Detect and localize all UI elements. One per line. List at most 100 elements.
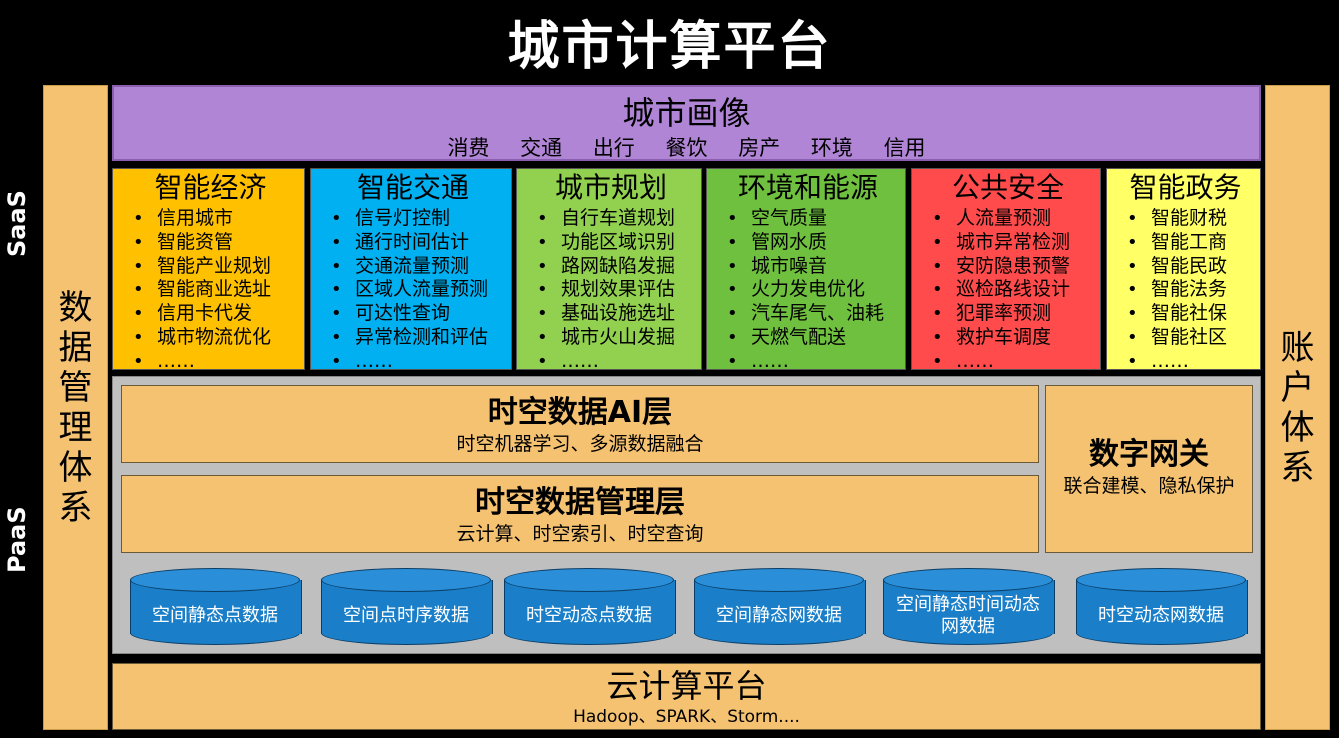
city-portrait-title: 城市画像 <box>622 94 751 132</box>
management-layer-subtitle: 云计算、时空索引、时空查询 <box>456 523 704 545</box>
app-item: 可达性查询 <box>331 302 505 326</box>
app-item: 智能财税 <box>1127 207 1254 231</box>
app-box: 环境和能源空气质量管网水质城市噪音火力发电优化汽车尾气、油耗天燃气配送…… <box>706 168 906 373</box>
app-item: …… <box>932 350 1094 374</box>
digital-gateway-title: 数字网关 <box>1089 437 1209 472</box>
app-box-title: 公共安全 <box>951 171 1064 204</box>
account-system-label: 账户体系 <box>1280 327 1315 488</box>
portrait-tag: 信用 <box>883 136 926 160</box>
database-label: 空间静态时间动态网数据 <box>896 594 1040 637</box>
app-box: 公共安全人流量预测城市异常检测安防隐患预警巡检路线设计犯罪率预测救护车调度…… <box>911 168 1101 373</box>
app-item: 功能区域识别 <box>537 231 695 255</box>
digital-gateway-subtitle: 联合建模、隐私保护 <box>1063 475 1235 497</box>
app-item: 智能产业规划 <box>133 255 298 279</box>
app-box: 智能交通信号灯控制通行时间估计交通流量预测区域人流量预测可达性查询异常检测和评估… <box>310 168 512 373</box>
database-cylinder: 空间静态点数据 <box>130 568 302 646</box>
portrait-tag: 房产 <box>738 136 781 160</box>
app-item-list: 信号灯控制通行时间估计交通流量预测区域人流量预测可达性查询异常检测和评估…… <box>321 207 505 374</box>
app-item-list: 自行车道规划功能区域识别路网缺陷发掘规划效果评估基础设施选址城市火山发掘…… <box>527 207 695 374</box>
database-cylinder: 空间静态网数据 <box>694 568 866 646</box>
app-item: 信用城市 <box>133 207 298 231</box>
app-box: 智能政务智能财税智能工商智能民政智能法务智能社保智能社区…… <box>1106 168 1261 373</box>
app-box-title: 智能经济 <box>154 171 267 204</box>
app-item: 信号灯控制 <box>331 207 505 231</box>
app-item-list: 智能财税智能工商智能民政智能法务智能社保智能社区…… <box>1117 207 1254 374</box>
app-box-title: 智能交通 <box>356 171 469 204</box>
app-item: 区域人流量预测 <box>331 278 505 302</box>
management-layer-box: 时空数据管理层 云计算、时空索引、时空查询 <box>121 475 1039 553</box>
management-layer-title: 时空数据管理层 <box>475 485 685 520</box>
app-item: 自行车道规划 <box>537 207 695 231</box>
cloud-platform-box: 云计算平台 Hadoop、SPARK、Storm.... <box>112 663 1261 730</box>
portrait-tag: 餐饮 <box>665 136 708 160</box>
ai-layer-box: 时空数据AI层 时空机器学习、多源数据融合 <box>121 385 1039 463</box>
app-item-list: 信用城市智能资管智能产业规划智能商业选址信用卡代发城市物流优化…… <box>123 207 298 374</box>
app-item: 智能商业选址 <box>133 278 298 302</box>
app-item: 城市火山发掘 <box>537 326 695 350</box>
portrait-tag: 环境 <box>810 136 853 160</box>
app-item: 异常检测和评估 <box>331 326 505 350</box>
app-item: …… <box>133 350 298 374</box>
app-item-list: 空气质量管网水质城市噪音火力发电优化汽车尾气、油耗天燃气配送…… <box>717 207 899 374</box>
database-label: 时空动态网数据 <box>1098 605 1224 626</box>
app-item: 人流量预测 <box>932 207 1094 231</box>
city-portrait-box: 城市画像 消费 交通 出行 餐饮 房产 环境 信用 <box>112 85 1261 161</box>
app-box-title: 智能政务 <box>1129 171 1242 204</box>
account-system-column: 账户体系 <box>1265 85 1330 730</box>
database-cylinder: 空间点时序数据 <box>321 568 493 646</box>
app-item: 管网水质 <box>727 231 899 255</box>
ai-layer-subtitle: 时空机器学习、多源数据融合 <box>456 433 704 455</box>
app-box-title: 城市规划 <box>554 171 667 204</box>
cloud-platform-title: 云计算平台 <box>606 667 767 705</box>
app-item: 交通流量预测 <box>331 255 505 279</box>
app-item: 路网缺陷发掘 <box>537 255 695 279</box>
app-item: 智能民政 <box>1127 255 1254 279</box>
city-portrait-tags: 消费 交通 出行 餐饮 房产 环境 信用 <box>114 135 1259 161</box>
app-item: 城市物流优化 <box>133 326 298 350</box>
database-cylinder: 时空动态点数据 <box>504 568 676 646</box>
app-item: 救护车调度 <box>932 326 1094 350</box>
app-item: 城市噪音 <box>727 255 899 279</box>
page-title: 城市计算平台 <box>507 17 832 77</box>
app-item: 巡检路线设计 <box>932 278 1094 302</box>
database-label: 空间点时序数据 <box>343 605 469 626</box>
app-item: 智能社保 <box>1127 302 1254 326</box>
app-item: 规划效果评估 <box>537 278 695 302</box>
app-item: 智能工商 <box>1127 231 1254 255</box>
app-item: 信用卡代发 <box>133 302 298 326</box>
app-item: 火力发电优化 <box>727 278 899 302</box>
paas-label: PaaS <box>3 506 31 573</box>
data-management-label: 数据管理体系 <box>58 287 93 528</box>
app-item: 智能资管 <box>133 231 298 255</box>
app-item: 汽车尾气、油耗 <box>727 302 899 326</box>
saas-label: SaaS <box>3 190 31 257</box>
app-item: 天燃气配送 <box>727 326 899 350</box>
app-item: 城市异常检测 <box>932 231 1094 255</box>
app-item: 空气质量 <box>727 207 899 231</box>
app-item: …… <box>331 350 505 374</box>
database-cylinder: 空间静态时间动态网数据 <box>883 568 1055 646</box>
ai-layer-title: 时空数据AI层 <box>487 395 673 430</box>
app-box-title: 环境和能源 <box>737 171 878 204</box>
app-box: 智能经济信用城市智能资管智能产业规划智能商业选址信用卡代发城市物流优化…… <box>112 168 305 373</box>
app-item: …… <box>1127 350 1254 374</box>
app-item: …… <box>537 350 695 374</box>
app-item: 智能社区 <box>1127 326 1254 350</box>
app-item: 基础设施选址 <box>537 302 695 326</box>
app-box: 城市规划自行车道规划功能区域识别路网缺陷发掘规划效果评估基础设施选址城市火山发掘… <box>516 168 702 373</box>
data-management-column: 数据管理体系 <box>43 85 108 730</box>
database-label: 时空动态点数据 <box>526 605 652 626</box>
app-item-list: 人流量预测城市异常检测安防隐患预警巡检路线设计犯罪率预测救护车调度…… <box>922 207 1094 374</box>
app-item: 犯罪率预测 <box>932 302 1094 326</box>
app-item: 安防隐患预警 <box>932 255 1094 279</box>
app-item: …… <box>727 350 899 374</box>
cloud-platform-subtitle: Hadoop、SPARK、Storm.... <box>573 707 800 727</box>
database-label: 空间静态网数据 <box>716 605 842 626</box>
portrait-tag: 交通 <box>520 136 563 160</box>
digital-gateway-box: 数字网关 联合建模、隐私保护 <box>1045 385 1253 553</box>
app-item: 智能法务 <box>1127 278 1254 302</box>
portrait-tag: 消费 <box>447 136 490 160</box>
database-cylinder: 时空动态网数据 <box>1076 568 1248 646</box>
database-label: 空间静态点数据 <box>152 605 278 626</box>
app-item: 通行时间估计 <box>331 231 505 255</box>
